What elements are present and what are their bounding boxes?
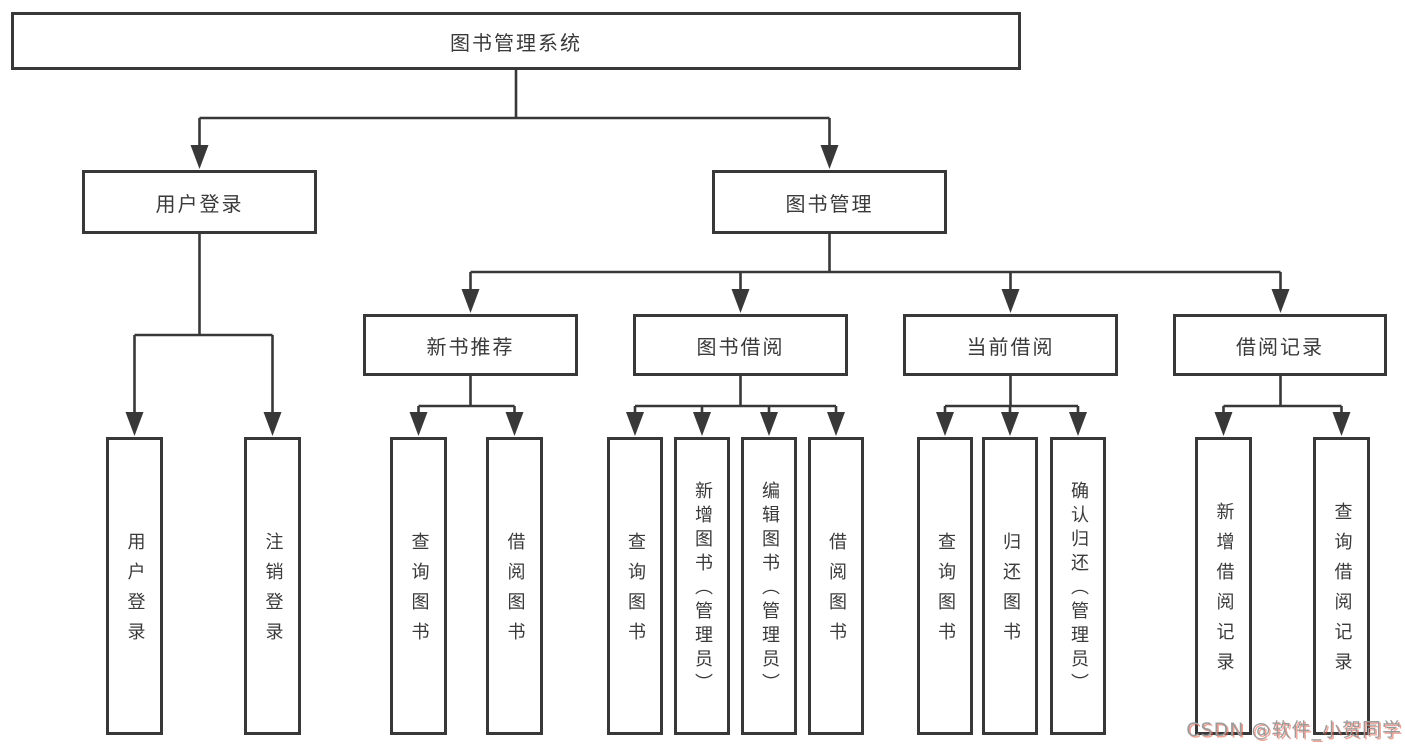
node-current-borrowing: 当前借阅 bbox=[903, 314, 1118, 376]
node-add-borrow-record: 新增借阅记录 bbox=[1195, 437, 1252, 735]
node-library-management-system: 图书管理系统 bbox=[11, 12, 1021, 70]
node-label: 注销登录 bbox=[262, 532, 284, 652]
node-label: 查询图书 bbox=[625, 532, 646, 652]
node-label: 查询借阅记录 bbox=[1331, 502, 1353, 682]
node-label: 新增借阅记录 bbox=[1213, 502, 1235, 682]
node-label: 查询图书 bbox=[935, 532, 956, 652]
node-return-books: 归还图书 bbox=[982, 437, 1038, 735]
node-label: 归还图书 bbox=[1000, 532, 1021, 652]
node-borrowing-records: 借阅记录 bbox=[1173, 314, 1387, 376]
node-add-books-admin: 新增图书（管理员） bbox=[674, 437, 730, 735]
node-book-management: 图书管理 bbox=[712, 170, 947, 234]
node-label: 编辑图书（管理员） bbox=[759, 481, 780, 697]
node-query-borrow-record: 查询借阅记录 bbox=[1313, 437, 1370, 735]
node-query-books-3: 查询图书 bbox=[917, 437, 973, 735]
node-label: 确认归还（管理员） bbox=[1068, 481, 1089, 697]
node-book-borrowing: 图书借阅 bbox=[633, 314, 848, 376]
node-label: 借阅图书 bbox=[504, 532, 526, 652]
node-edit-books-admin: 编辑图书（管理员） bbox=[741, 437, 797, 735]
node-query-books-1: 查询图书 bbox=[390, 437, 447, 735]
node-user-login-leaf: 用户登录 bbox=[106, 437, 163, 735]
node-logout: 注销登录 bbox=[244, 437, 301, 735]
node-label: 借阅图书 bbox=[826, 532, 847, 652]
node-label: 新增图书（管理员） bbox=[692, 481, 713, 697]
node-borrow-books-1: 借阅图书 bbox=[486, 437, 543, 735]
node-query-books-2: 查询图书 bbox=[607, 437, 663, 735]
node-confirm-return-admin: 确认归还（管理员） bbox=[1050, 437, 1106, 735]
node-label: 查询图书 bbox=[408, 532, 430, 652]
node-label: 用户登录 bbox=[124, 532, 146, 652]
node-user-login: 用户登录 bbox=[82, 170, 317, 234]
watermark-csdn: CSDN @软件_小贺同学 bbox=[1186, 719, 1402, 741]
node-borrow-books-2: 借阅图书 bbox=[808, 437, 864, 735]
node-new-book-recommendation: 新书推荐 bbox=[363, 314, 578, 376]
